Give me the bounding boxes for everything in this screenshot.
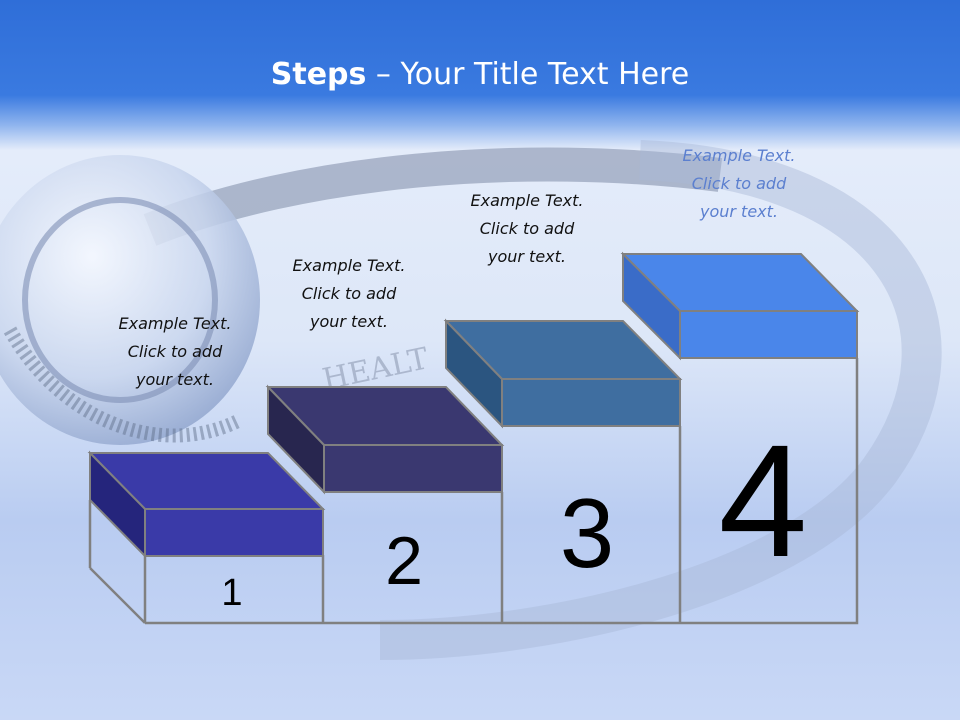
title-bold-part: Steps xyxy=(270,57,367,92)
step-1-number: 1 xyxy=(221,572,242,614)
step-3-number: 3 xyxy=(560,478,615,588)
step-4-block xyxy=(620,251,860,361)
step-1-block xyxy=(87,450,326,559)
step-4-number: 4 xyxy=(719,411,808,590)
step-2-caption: Example Text. Click to add your text. xyxy=(292,256,406,331)
step-3-block xyxy=(443,318,683,429)
title-text-part: – Your Title Text Here xyxy=(366,57,690,92)
step-2-number: 2 xyxy=(385,523,423,599)
step-3-caption: Example Text. Click to add your text. xyxy=(470,191,584,266)
page-title: Steps – Your Title Text Here xyxy=(0,52,960,98)
step-4-caption: Example Text. Click to add your text. xyxy=(682,146,796,221)
step-1-caption: Example Text. Click to add your text. xyxy=(118,314,232,389)
staircase-outline xyxy=(88,358,859,625)
step-2-block xyxy=(265,384,505,495)
